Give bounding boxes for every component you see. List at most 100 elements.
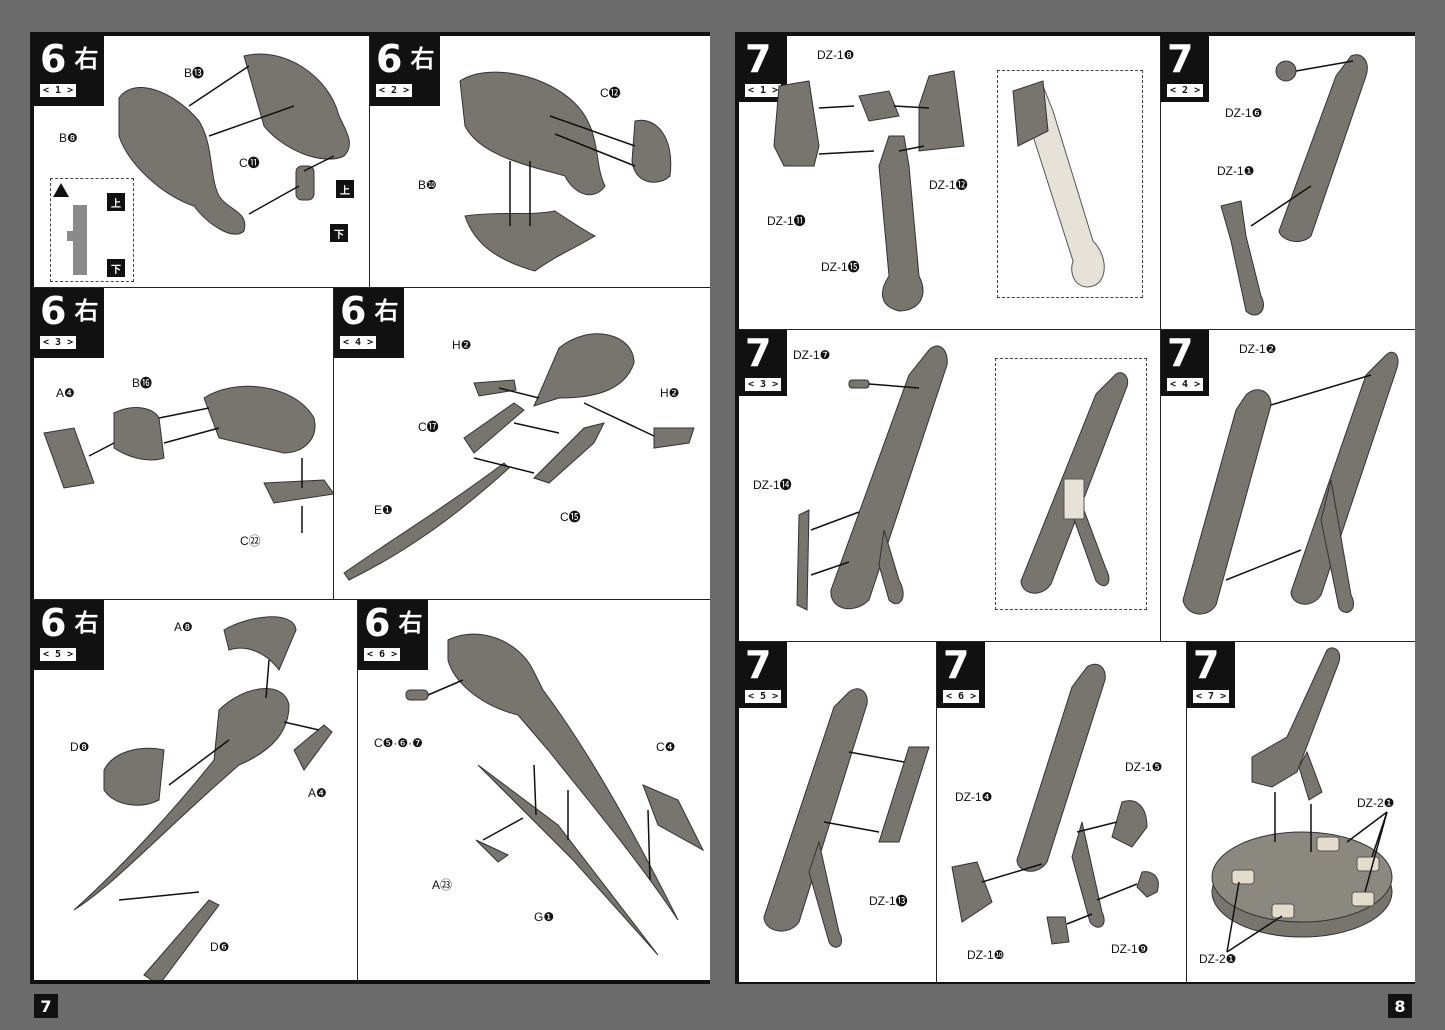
- part-label: DZ-1❺: [1125, 760, 1163, 774]
- step-7-5-panel: 7 < 5 > DZ-1⓭: [739, 642, 937, 982]
- step-number: 7: [1193, 643, 1220, 687]
- reference-inset: [995, 358, 1147, 610]
- part-label: A❹: [56, 386, 75, 400]
- step-substep: < 7 >: [1193, 690, 1230, 703]
- part-label: C⓫: [239, 156, 260, 170]
- part-label: DZ-2❶: [1357, 796, 1395, 810]
- step-substep: < 6 >: [943, 690, 980, 703]
- part-label: C❺·❻·❼: [374, 736, 423, 750]
- step-number: 7: [745, 331, 772, 375]
- step-substep: < 1 >: [40, 84, 77, 97]
- step-badge: 7 < 5 >: [739, 642, 788, 708]
- part-illustration: [1220, 54, 1368, 316]
- part-label: DZ-1⓬: [929, 178, 968, 192]
- part-illustration: [796, 345, 948, 611]
- step-number: 6: [364, 601, 391, 645]
- up-mark: 上: [107, 193, 125, 211]
- part-illustration: [773, 70, 965, 312]
- part-illustration: [343, 333, 695, 581]
- step-side: 右: [374, 297, 399, 325]
- part-illustration: [459, 71, 672, 272]
- step-substep: < 3 >: [745, 378, 782, 391]
- step-badge: 7 < 7 >: [1187, 642, 1236, 708]
- step-number: 7: [943, 643, 970, 687]
- step-side: 右: [398, 609, 423, 637]
- step-number: 6: [40, 601, 67, 645]
- part-label: B⓰: [132, 376, 153, 390]
- page-number-left: 7: [34, 994, 58, 1018]
- step-substep: < 3 >: [40, 336, 77, 349]
- step-substep: < 5 >: [40, 648, 77, 661]
- part-illustration: [951, 663, 1159, 945]
- part-label: B⓭: [184, 66, 205, 80]
- step-number: 6: [376, 37, 403, 81]
- step-number: 7: [745, 37, 772, 81]
- step-7-6-panel: 7 < 6 > DZ-1❹ DZ-1❺ DZ-1❿ DZ-1❾: [937, 642, 1187, 982]
- assembled-part-view: [1012, 80, 1105, 288]
- up-mark: 上: [336, 180, 354, 198]
- part-illustration: [1211, 647, 1393, 953]
- step-substep: < 2 >: [376, 84, 413, 97]
- part-illustration: [1182, 351, 1399, 615]
- part-label: C⓯: [560, 510, 581, 524]
- part-illustration: [763, 688, 930, 948]
- part-label: DZ-1❿: [967, 948, 1005, 962]
- right-page: 7 < 1 > DZ-1❽ DZ-1⓬ DZ-1⓫ DZ-1⓯: [735, 32, 1415, 984]
- part-label: D❻: [210, 940, 230, 954]
- part-illustration: [405, 633, 705, 956]
- part-label: DZ-2❶: [1199, 952, 1237, 966]
- part-label: D❽: [70, 740, 90, 754]
- step-7-7-panel: 7 < 7 > DZ-2❶ DZ-2❶: [1187, 642, 1415, 982]
- step-substep: < 1 >: [745, 84, 782, 97]
- part-label: DZ-1❽: [817, 48, 855, 62]
- part-label: B❿: [418, 178, 437, 192]
- step-substep: < 4 >: [340, 336, 377, 349]
- step-7-1-panel: 7 < 1 > DZ-1❽ DZ-1⓬ DZ-1⓫ DZ-1⓯: [739, 36, 1161, 330]
- step-substep: < 4 >: [1167, 378, 1204, 391]
- step-number: 6: [340, 289, 367, 333]
- assembled-part-view: [1020, 372, 1129, 594]
- down-mark: 下: [330, 224, 348, 242]
- part-label: DZ-1❾: [1111, 942, 1149, 956]
- step-7-2-panel: 7 < 2 > DZ-1❻ DZ-1❶: [1161, 36, 1415, 330]
- step-7-3-panel: 7 < 3 > DZ-1❼ DZ-1⓮: [739, 330, 1161, 642]
- step-number: 7: [1167, 331, 1194, 375]
- part-label: G❶: [534, 910, 555, 924]
- part-label: H❷: [660, 386, 680, 400]
- part-label: DZ-1❼: [793, 348, 831, 362]
- step-number: 7: [1167, 37, 1194, 81]
- part-illustration: [118, 53, 350, 235]
- part-label: DZ-1⓯: [821, 260, 860, 274]
- part-label: DZ-1❻: [1225, 106, 1263, 120]
- part-label: DZ-1❶: [1217, 164, 1255, 178]
- step-badge: 7 < 6 >: [937, 642, 986, 708]
- part-label: A❽: [174, 620, 193, 634]
- part-label: C⓬: [600, 86, 621, 100]
- step-badge: 7 < 3 >: [739, 330, 788, 396]
- part-label: C㉒: [240, 534, 261, 548]
- step-badge: 7 < 2 >: [1161, 36, 1210, 102]
- down-mark: 下: [107, 259, 125, 277]
- step-number: 6: [40, 37, 67, 81]
- step-side: 右: [74, 45, 99, 73]
- part-label: DZ-1❷: [1239, 342, 1277, 356]
- reference-inset: [997, 70, 1143, 298]
- step-substep: < 5 >: [745, 690, 782, 703]
- step-side: 右: [410, 45, 435, 73]
- part-illustration: [43, 385, 333, 533]
- part-label: DZ-1❹: [955, 790, 993, 804]
- step-number: 6: [40, 289, 67, 333]
- step-number: 7: [745, 643, 772, 687]
- part-label: DZ-1⓫: [767, 214, 806, 228]
- part-label: DZ-1⓮: [753, 478, 792, 492]
- part-label: B❽: [59, 131, 78, 145]
